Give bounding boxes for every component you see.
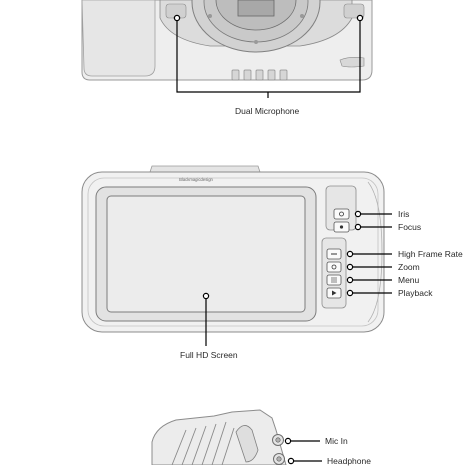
camera-side-view [151,409,287,465]
camera-back-view: Blackmagicdesign [81,165,385,333]
full-hd-screen-label: Full HD Screen [180,350,238,360]
side-view-callouts [284,437,322,465]
iris-label: Iris [398,209,410,219]
back-view-callouts [202,210,392,346]
high-frame-rate-label: High Frame Rate [398,249,463,259]
focus-label: Focus [398,222,422,232]
dual-microphone-callout [173,14,364,98]
zoom-label: Zoom [398,262,420,272]
camera-front-view [81,0,373,81]
playback-label: Playback [398,288,433,298]
brand-wordmark: Blackmagicdesign [179,177,213,182]
mic-in-label: Mic In [325,436,348,446]
headphone-label: Headphone [327,456,371,466]
dual-microphone-label: Dual Microphone [235,106,300,116]
menu-label: Menu [398,275,420,285]
